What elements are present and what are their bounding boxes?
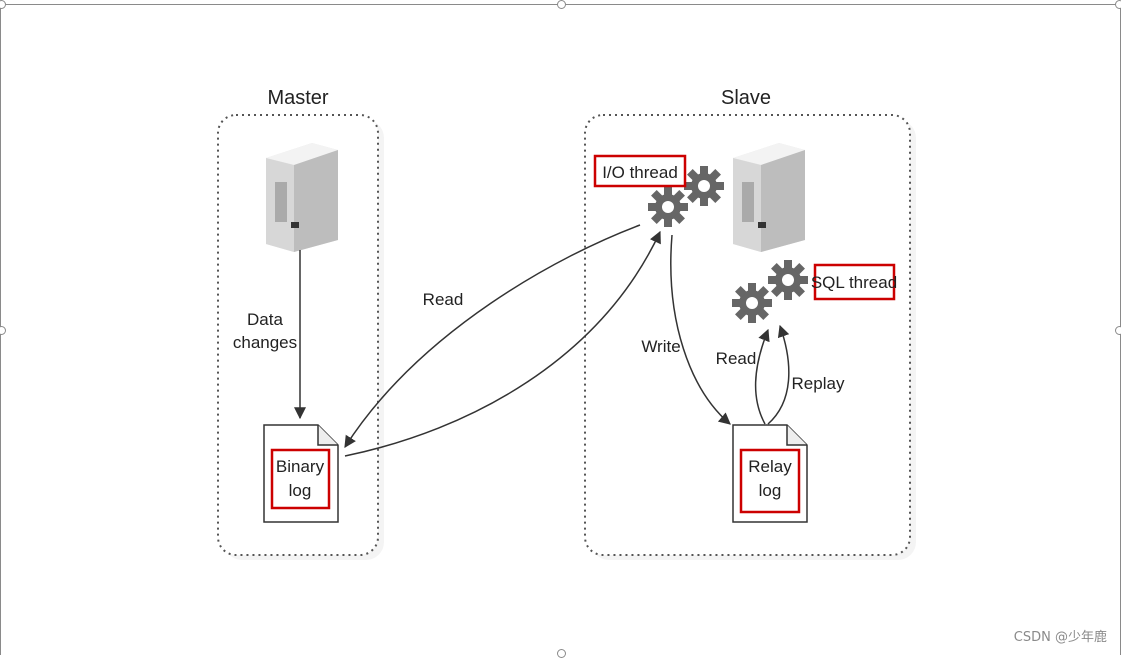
read-response-arrow — [344, 230, 661, 457]
sql-thread-highlight — [813, 263, 896, 301]
binary-log-highlight — [270, 448, 331, 510]
relay-log-highlight — [739, 448, 801, 514]
slave-title: Slave — [721, 87, 771, 109]
relay-log-label-2: log — [759, 481, 782, 500]
master-title: Master — [267, 87, 328, 109]
sql-thread-label: SQL thread — [811, 273, 897, 292]
binary-log-label-2: log — [289, 481, 312, 500]
replay-arrow — [767, 324, 790, 425]
read-right-label: Read — [716, 349, 757, 368]
resize-handle-top-right[interactable] — [1115, 0, 1121, 9]
io-thread-label: I/O thread — [602, 163, 678, 182]
write-label: Write — [641, 337, 680, 356]
read-request-arrow — [344, 224, 641, 449]
relay-log-label-1: Relay — [748, 457, 792, 476]
binary-log-label-1: Binary — [276, 457, 325, 476]
resize-handle-middle-right[interactable] — [1115, 326, 1121, 335]
binary-log-document: Binary log — [263, 424, 339, 523]
resize-handle-top-center[interactable] — [557, 0, 566, 9]
data-changes-label-1: Data — [247, 310, 283, 329]
io-thread-highlight — [593, 154, 687, 188]
write-arrow — [670, 234, 731, 425]
resize-handle-bottom-center[interactable] — [557, 649, 566, 658]
data-changes-label-2: changes — [233, 333, 297, 352]
read-left-label: Read — [423, 290, 464, 309]
csdn-watermark: CSDN @少年鹿 — [1013, 630, 1107, 645]
replay-label: Replay — [792, 374, 845, 393]
resize-handle-top-left[interactable] — [0, 0, 6, 9]
master-server-icon — [266, 143, 338, 252]
slave-server-icon — [733, 143, 805, 252]
relay-log-document: Relay log — [732, 424, 808, 523]
relay-read-arrow — [754, 328, 770, 425]
resize-handle-middle-left[interactable] — [0, 326, 6, 335]
